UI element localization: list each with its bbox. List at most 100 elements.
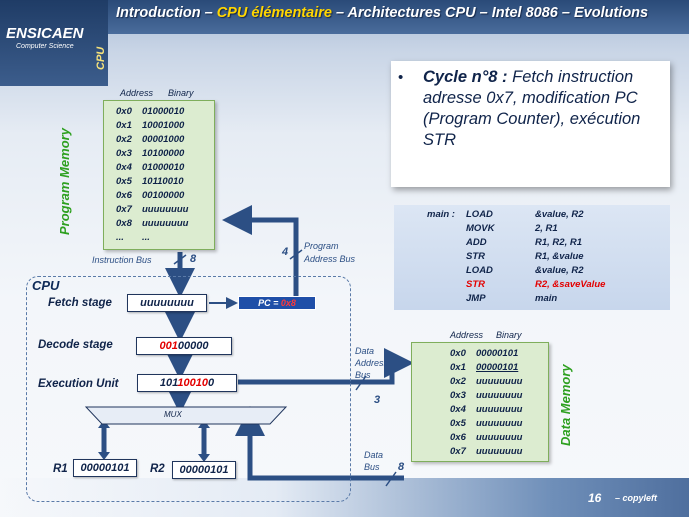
program-address-bus-width: 4 bbox=[282, 246, 289, 258]
mux-r1-arrow-down bbox=[98, 452, 110, 460]
r1-label: R1 bbox=[53, 463, 68, 475]
memory-address: 0x2 bbox=[450, 376, 466, 387]
pc-label: PC = bbox=[258, 298, 281, 308]
memory-address: 0x2 bbox=[116, 134, 132, 145]
data-bus-tick bbox=[385, 471, 397, 487]
memory-address: 0x7 bbox=[116, 204, 132, 215]
memory-value: 00001000 bbox=[142, 134, 185, 145]
program-label: main : bbox=[427, 209, 455, 220]
decode-opcode: 001 bbox=[159, 340, 178, 352]
memory-value: 00100000 bbox=[142, 190, 185, 201]
data-address-bus-label-1: Data bbox=[355, 346, 375, 356]
memory-value: 01000010 bbox=[142, 106, 185, 117]
logo-subtitle: Computer Science bbox=[16, 43, 74, 50]
instruction-bus-tick bbox=[173, 254, 187, 265]
mux-shape bbox=[84, 406, 288, 425]
decode-stage-label: Decode stage bbox=[38, 339, 113, 351]
mux-r2-arrow-down bbox=[198, 454, 210, 462]
memory-address: ... bbox=[116, 232, 124, 243]
data-mem-col-address: Address bbox=[450, 330, 484, 340]
memory-value: uuuuuuuu bbox=[142, 218, 189, 229]
cycle-label: Cycle n°8 : bbox=[423, 68, 508, 86]
program-memory-title: Program Memory bbox=[57, 128, 72, 235]
r2-label: R2 bbox=[150, 463, 165, 475]
program-op: JMP bbox=[466, 293, 486, 304]
data-address-tick bbox=[355, 375, 367, 391]
r1-register: 00000101 bbox=[73, 459, 137, 477]
memory-address: 0x4 bbox=[450, 404, 466, 415]
memory-address: 0x0 bbox=[116, 106, 132, 117]
instruction-bus-label: Instruction Bus bbox=[92, 255, 152, 265]
memory-value: uuuuuuuu bbox=[476, 446, 523, 457]
memory-address: 0x0 bbox=[450, 348, 466, 359]
program-args: R1, R2, R1 bbox=[535, 237, 582, 248]
memory-address: 0x6 bbox=[450, 432, 466, 443]
program-args: &value, R2 bbox=[535, 265, 584, 276]
execution-register: 101100100 bbox=[137, 374, 237, 392]
program-memory: 0x0 01000010 0x1 10001000 0x2 00001000 0x3 1010… bbox=[103, 100, 215, 250]
memory-value: 10110010 bbox=[142, 176, 184, 187]
program-op: STR bbox=[466, 251, 485, 262]
memory-value: uuuuuuuu bbox=[476, 376, 523, 387]
title-part-3: – Architectures CPU – Intel 8086 – Evolu… bbox=[331, 5, 649, 21]
execution-unit-label: Execution Unit bbox=[38, 378, 119, 390]
logo-band bbox=[0, 0, 108, 86]
prog-mem-col-address: Address bbox=[120, 88, 154, 98]
cpu-region bbox=[26, 276, 351, 502]
memory-address: 0x1 bbox=[116, 120, 132, 131]
memory-value: 10001000 bbox=[142, 120, 185, 131]
program-counter: PC = 0x8 bbox=[238, 296, 316, 310]
info-box: • Cycle n°8 : Fetch instruction adresse … bbox=[391, 61, 670, 187]
program-op: LOAD bbox=[466, 209, 493, 220]
memory-address: 0x3 bbox=[450, 390, 466, 401]
pc-value: 0x8 bbox=[280, 298, 296, 308]
exec-suffix: 0 bbox=[208, 377, 215, 389]
memory-value: uuuuuuuu bbox=[142, 204, 189, 215]
info-text: Cycle n°8 : Fetch instruction adresse 0x… bbox=[423, 67, 663, 151]
data-address-bus-wire bbox=[238, 348, 414, 385]
memory-value: 10100000 bbox=[142, 148, 185, 159]
decode-register: 00100000 bbox=[136, 337, 232, 355]
logo: ENSICAEN bbox=[6, 25, 84, 42]
memory-value: uuuuuuuu bbox=[476, 418, 523, 429]
memory-address: 0x7 bbox=[450, 446, 466, 457]
cycle-description: Fetch instruction adresse 0x7, modificat… bbox=[423, 68, 641, 149]
program-args: main bbox=[535, 293, 558, 304]
program-args: 2, R1 bbox=[535, 223, 558, 234]
instruction-bus-width: 8 bbox=[190, 253, 197, 265]
memory-value: 01000010 bbox=[142, 162, 185, 173]
program-op: STR bbox=[466, 279, 485, 290]
memory-address: 0x5 bbox=[116, 176, 132, 187]
program-args: R1, &value bbox=[535, 251, 584, 262]
copyleft: – copyleft bbox=[615, 493, 658, 503]
memory-address: 0x1 bbox=[450, 362, 466, 373]
data-address-bus-label-2: Address bbox=[355, 358, 389, 368]
memory-address: 0x6 bbox=[116, 190, 132, 201]
mux-label: MUX bbox=[164, 410, 182, 419]
cpu-title: CPU bbox=[32, 278, 60, 293]
program-args: R2, &saveValue bbox=[535, 279, 606, 290]
memory-value: ... bbox=[142, 232, 150, 243]
data-bus-label-2: Bus bbox=[364, 462, 380, 472]
bullet: • bbox=[398, 69, 404, 86]
header-bar bbox=[0, 0, 689, 34]
program-address-tick bbox=[289, 249, 303, 260]
exec-prefix: 101 bbox=[159, 377, 178, 389]
data-bus-label-1: Data bbox=[364, 450, 384, 460]
memory-address: 0x3 bbox=[116, 148, 132, 159]
decode-operand: 00000 bbox=[177, 340, 209, 352]
fetch-stage-label: Fetch stage bbox=[48, 297, 112, 309]
program-address-bus-label-2: Address Bus bbox=[304, 254, 356, 264]
memory-value: uuuuuuuu bbox=[476, 404, 523, 415]
memory-address: 0x8 bbox=[116, 218, 132, 229]
exec-highlight: 10010 bbox=[177, 377, 208, 389]
data-bus-wire bbox=[247, 428, 404, 481]
slide-title: Introduction – CPU élémentaire – Archite… bbox=[116, 5, 648, 21]
program-address-bus-wire bbox=[222, 205, 299, 296]
program-op: LOAD bbox=[466, 265, 493, 276]
prog-mem-col-binary: Binary bbox=[168, 88, 194, 98]
memory-value: uuuuuuuu bbox=[476, 390, 523, 401]
